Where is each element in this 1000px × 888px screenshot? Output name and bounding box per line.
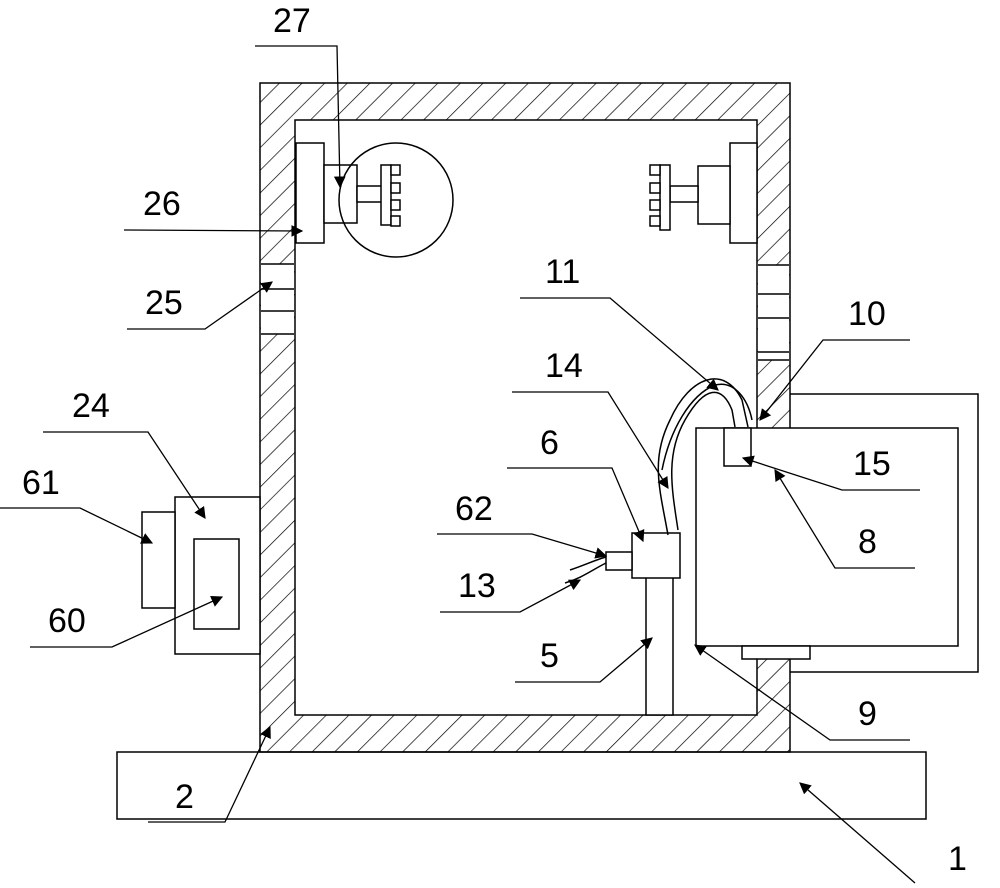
clamp-right xyxy=(649,142,758,244)
leader-15 xyxy=(741,455,920,491)
label-1: 1 xyxy=(948,840,967,878)
leader-5 xyxy=(515,637,653,683)
support-post xyxy=(605,532,681,716)
leader-1 xyxy=(799,782,916,884)
leader-2 xyxy=(148,725,271,823)
label-15: 15 xyxy=(853,445,891,483)
reference-labels: 1 2 5 6 8 9 10 11 13 14 15 24 25 26 27 6… xyxy=(22,2,967,878)
label-60: 60 xyxy=(48,602,86,640)
side-box xyxy=(141,496,261,655)
leader-13 xyxy=(440,579,582,613)
label-24: 24 xyxy=(72,387,110,425)
label-13: 13 xyxy=(458,567,496,605)
base-plate xyxy=(116,751,927,820)
side-cabinet xyxy=(695,393,979,673)
label-11: 11 xyxy=(545,253,580,291)
label-9: 9 xyxy=(858,695,877,733)
label-25: 25 xyxy=(145,284,183,322)
leader-24 xyxy=(43,431,206,519)
leader-26 xyxy=(123,225,304,237)
label-62: 62 xyxy=(455,490,493,528)
leader-11 xyxy=(520,297,719,391)
leader-9 xyxy=(694,644,910,741)
leader-6 xyxy=(507,467,645,543)
leader-60 xyxy=(30,596,224,648)
label-61: 61 xyxy=(22,464,60,502)
label-26: 26 xyxy=(143,185,181,223)
leader-62 xyxy=(437,533,608,559)
leader-27 xyxy=(255,45,346,189)
leader-61 xyxy=(0,507,154,544)
label-5: 5 xyxy=(540,637,559,675)
label-6: 6 xyxy=(540,424,559,462)
label-27: 27 xyxy=(273,2,311,40)
leader-14 xyxy=(512,391,669,489)
leader-25 xyxy=(127,281,273,330)
label-14: 14 xyxy=(545,347,583,385)
leader-8 xyxy=(774,469,915,569)
label-10: 10 xyxy=(848,295,886,333)
housing-wall xyxy=(259,82,791,753)
label-2: 2 xyxy=(175,778,194,816)
label-8: 8 xyxy=(858,523,877,561)
leader-10 xyxy=(759,339,910,421)
wire-ends xyxy=(564,556,607,584)
clamp-left xyxy=(295,142,454,258)
